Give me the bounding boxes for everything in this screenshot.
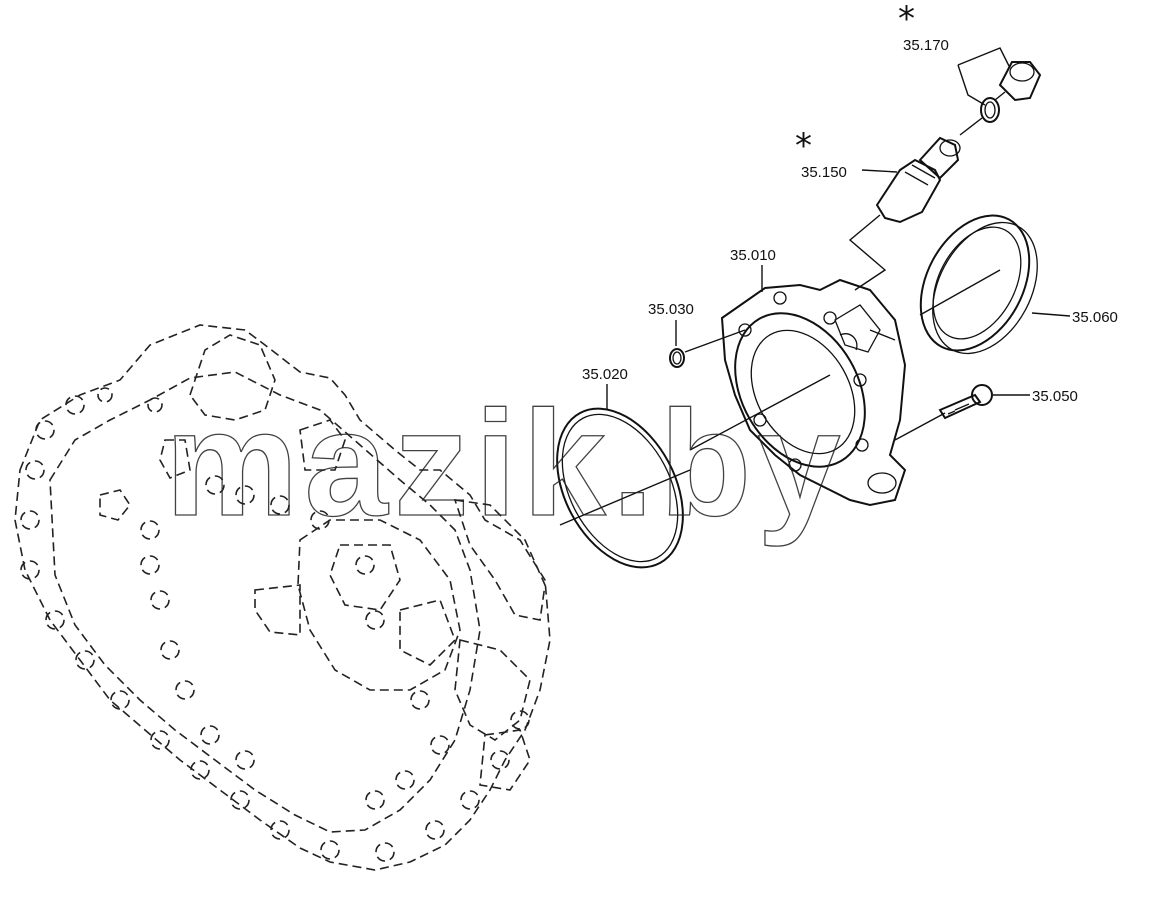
part-35-020-o-ring bbox=[556, 407, 684, 569]
label-35-150: 35.150 bbox=[801, 164, 847, 181]
assembly-center-lines bbox=[559, 91, 1006, 526]
part-35-010-cover bbox=[720, 278, 907, 507]
asterisk-marker-35-150: * bbox=[795, 126, 812, 166]
asterisk-marker-35-170: * bbox=[898, 0, 915, 39]
part-35-030-small-o-ring bbox=[669, 348, 685, 368]
part-35-050-bolt bbox=[938, 384, 993, 420]
label-leader-lines bbox=[606, 47, 1071, 410]
label-35-170: 35.170 bbox=[903, 37, 949, 54]
transmission-housing-outline bbox=[14, 324, 551, 871]
housing-bolt-holes bbox=[20, 387, 530, 862]
part-35-150-sensor bbox=[875, 136, 961, 224]
part-35-060-shaft-seal bbox=[919, 214, 1038, 355]
label-35-060: 35.060 bbox=[1072, 309, 1118, 326]
label-35-010: 35.010 bbox=[730, 247, 776, 264]
watermark-text: mazik.by bbox=[165, 379, 847, 547]
label-35-050: 35.050 bbox=[1032, 388, 1078, 405]
label-35-030: 35.030 bbox=[648, 301, 694, 318]
label-35-020: 35.020 bbox=[582, 366, 628, 383]
part-35-170-plug bbox=[980, 61, 1042, 123]
